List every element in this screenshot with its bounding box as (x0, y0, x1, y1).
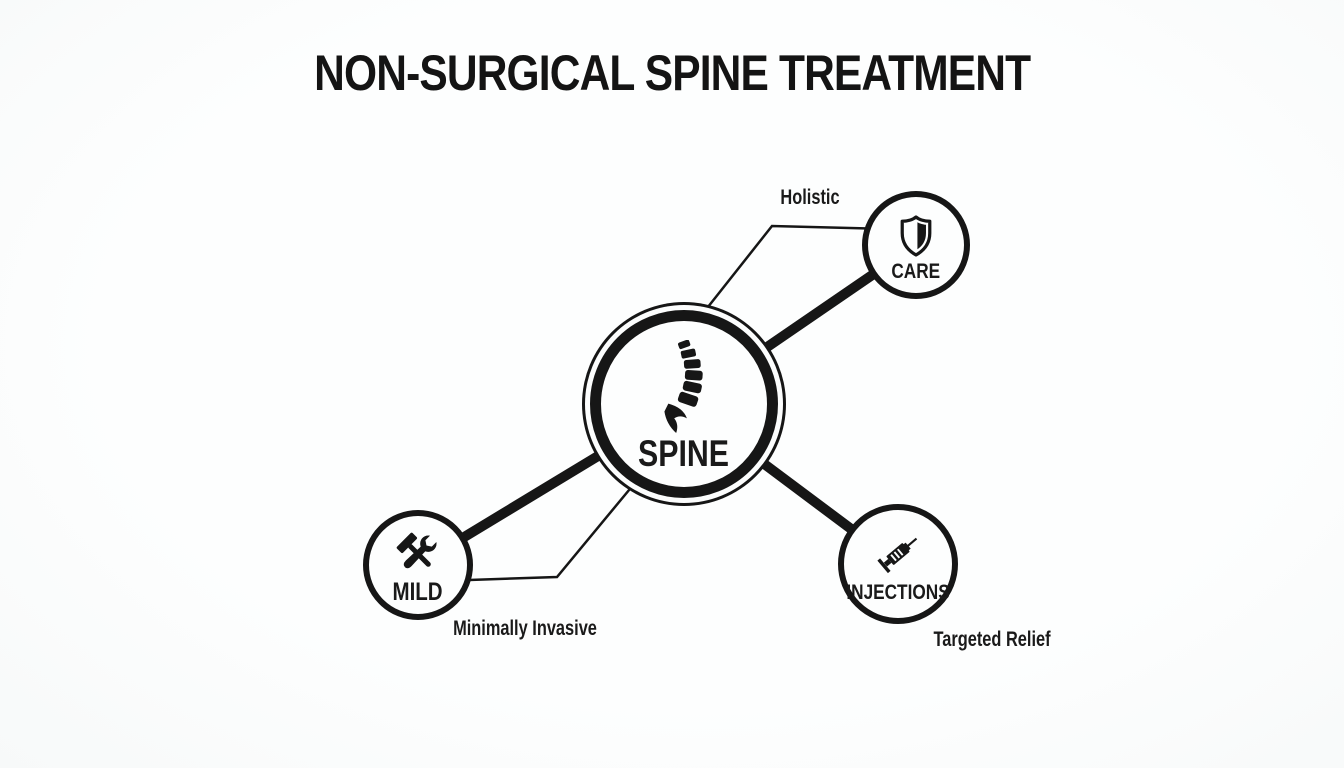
node-mild: MILD (363, 510, 473, 620)
node-injections: INJECTIONS (838, 504, 958, 624)
thin-link-holistic (703, 224, 890, 313)
wrench-shape (403, 535, 437, 569)
spine-icon (664, 340, 703, 434)
tools-icon (396, 532, 437, 569)
tagline-targeted-relief: Targeted Relief (933, 628, 1051, 651)
node-mild-label: MILD (392, 578, 444, 606)
node-spine: SPINE (590, 310, 778, 498)
node-injections-label: INJECTIONS (846, 580, 950, 604)
node-care-label: CARE (891, 260, 941, 283)
syringe-icon (877, 537, 918, 573)
node-spine-label: SPINE (638, 433, 730, 474)
tagline-minimally-invasive: Minimally Invasive (453, 617, 597, 640)
thin-link-minimally-invasive (439, 483, 635, 583)
shield-icon (900, 215, 932, 257)
page-title: NON-SURGICAL SPINE TREATMENT (0, 44, 1344, 102)
page-title-text: NON-SURGICAL SPINE TREATMENT (313, 45, 1031, 101)
node-care: CARE (862, 191, 970, 299)
tagline-holistic: Holistic (780, 186, 840, 209)
